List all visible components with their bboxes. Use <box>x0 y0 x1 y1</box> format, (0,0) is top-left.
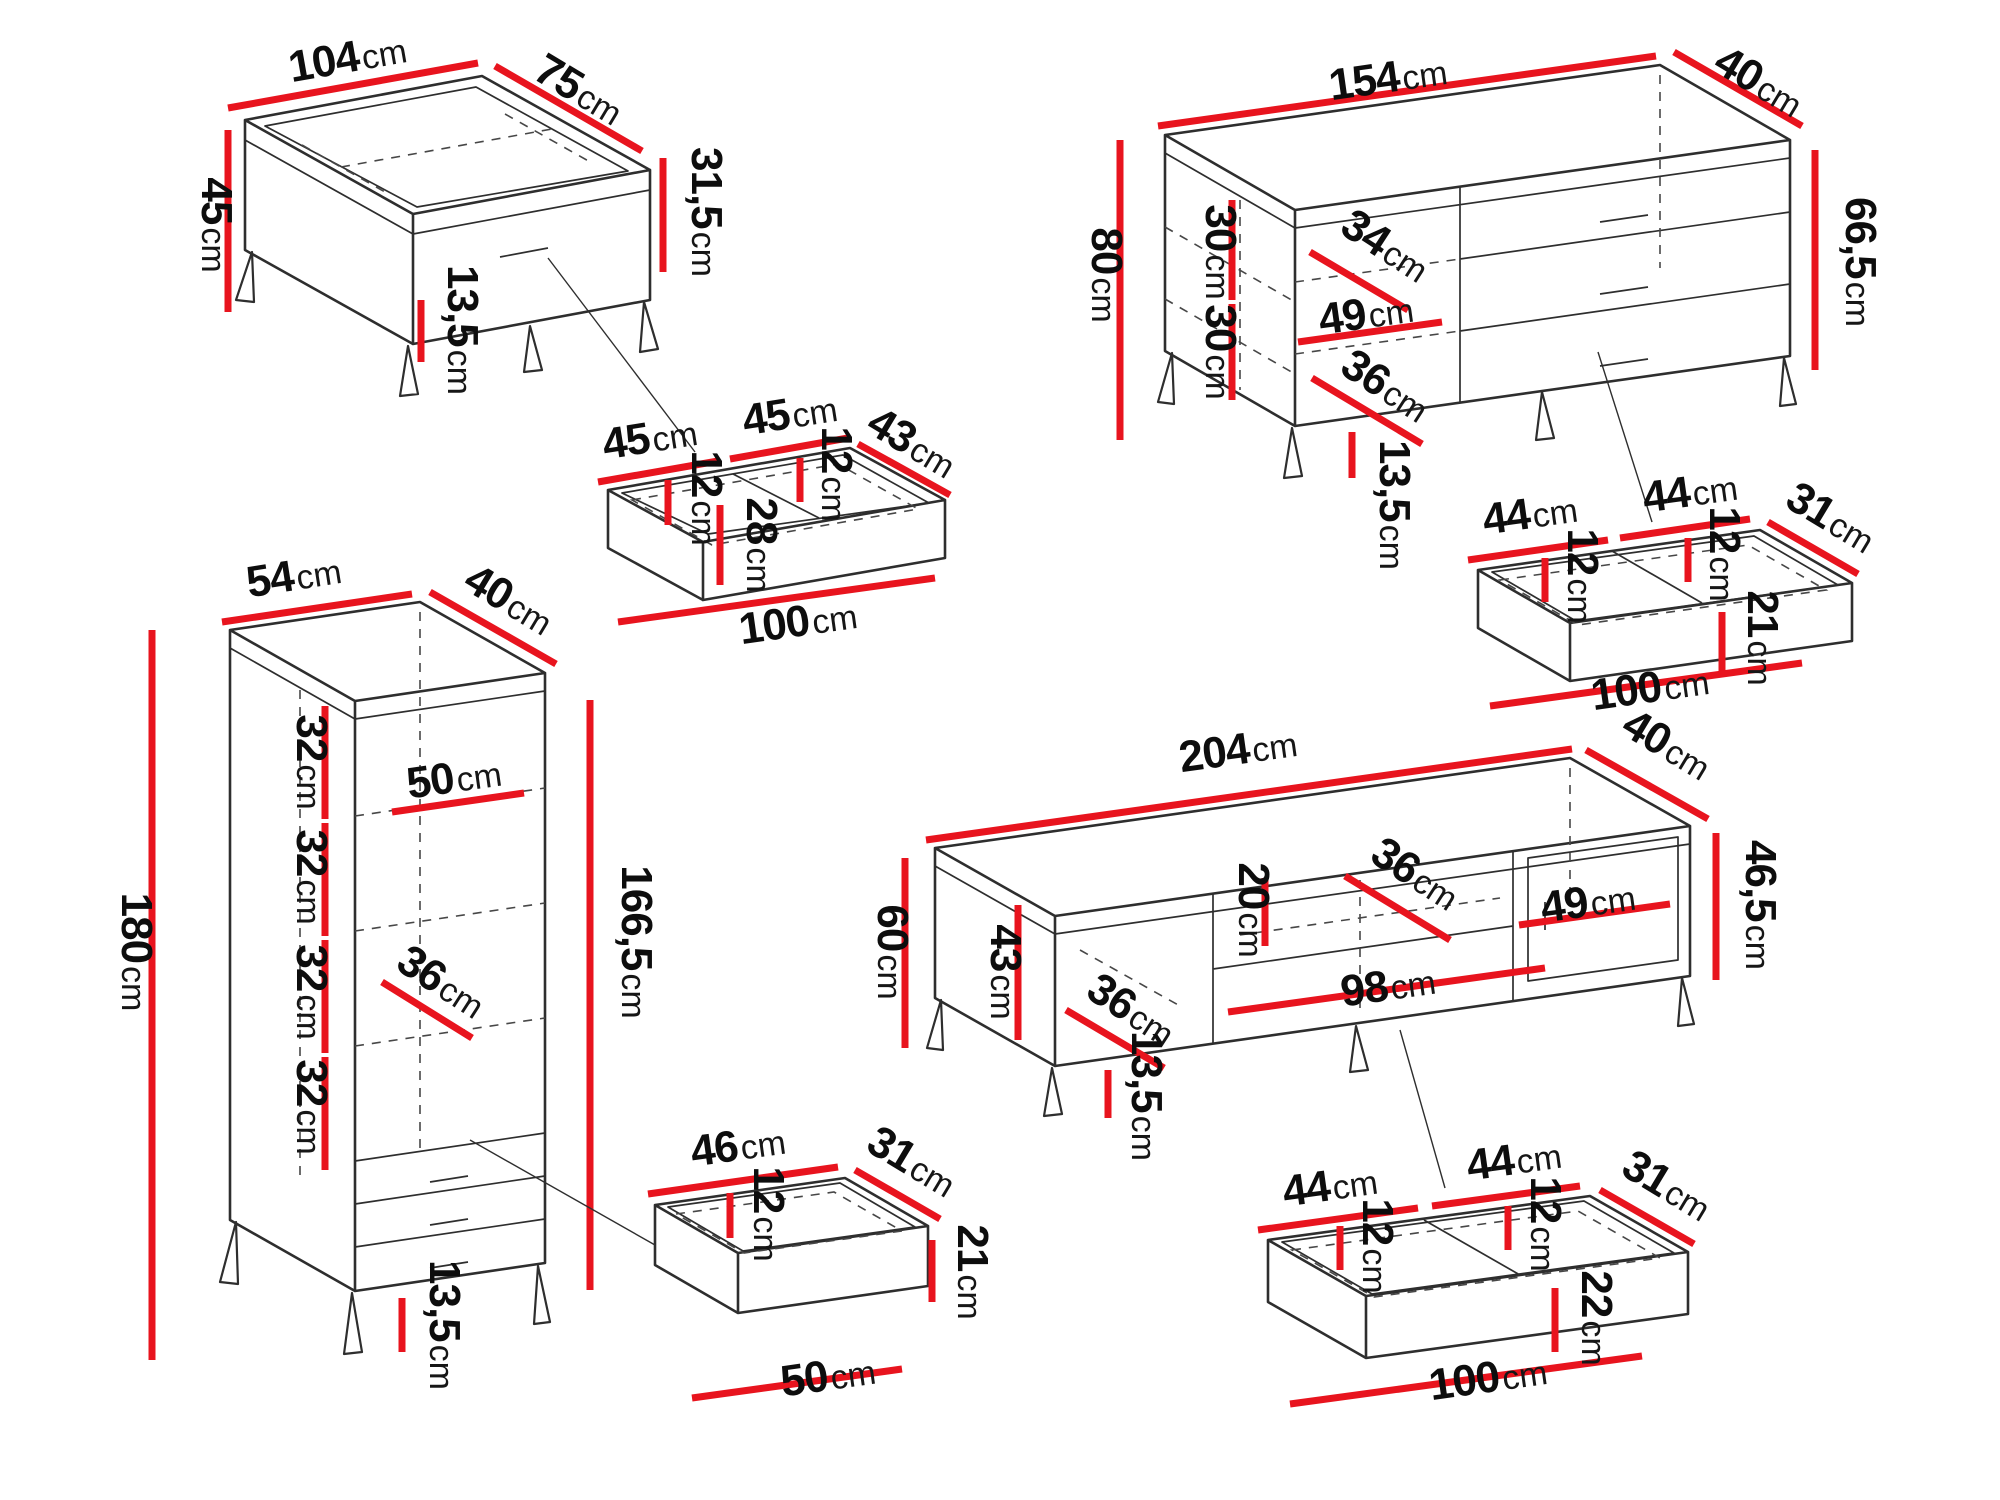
dim-cab-drawer-width: 46cm <box>687 1115 788 1177</box>
tv-stand-drawer-body <box>1266 1194 1690 1360</box>
sideboard-dimension-lines <box>1116 48 1819 478</box>
dim-sideboard-leg-height: 13,5cm <box>1370 440 1419 570</box>
sideboard-drawer-callout <box>1597 351 1653 523</box>
tall-cabinet-dimension-lines <box>148 588 594 1360</box>
dim-cabinet-body-height: 166,5cm <box>612 865 661 1018</box>
sideboard-details <box>1164 152 1791 403</box>
dim-tv-drawer-total-width: 100cm <box>1426 1345 1550 1410</box>
dim-cabinet-shelf-gap-3: 32cm <box>287 944 336 1039</box>
sideboard-drawer-hidden-lines <box>1497 544 1829 626</box>
coffee-table-drawer-callout <box>547 257 696 453</box>
coffee-table-hidden-lines <box>301 113 593 193</box>
tv-stand-drawer-hidden-lines <box>1289 1210 1663 1298</box>
sideboard-body <box>1163 63 1792 428</box>
dim-tv-body-height: 46,5cm <box>1736 840 1785 970</box>
dim-tv-drawer-inner-depth-right: 12cm <box>1521 1176 1570 1271</box>
tall-cabinet-drawer: 46cm 31cm 12cm 21cm 50cm <box>469 1115 997 1407</box>
sideboard-drawer: 44cm 44cm 31cm 12cm 12cm 21cm 100cm <box>1467 351 1880 720</box>
sideboard-legs <box>1156 351 1798 480</box>
dim-tv-door-width: 49cm <box>1537 871 1638 933</box>
dim-cabinet-total-height: 180cm <box>112 893 161 1012</box>
dim-tv-shelf-gap: 20cm <box>1229 862 1278 957</box>
dim-sideboard-inner-width: 49cm <box>1315 283 1416 345</box>
dim-ct-drawer-compartment-right: 45cm <box>739 382 841 445</box>
dim-sb-drawer-front-height: 21cm <box>1738 590 1787 685</box>
coffee-table-drawer: 45cm 45cm 43cm 12cm 12cm 28cm 100cm <box>547 257 961 654</box>
dim-cabinet-width: 54cm <box>243 544 345 607</box>
dim-cab-drawer-depth: 31cm <box>859 1116 966 1207</box>
tall-cabinet-drawer-hidden-lines <box>673 1191 905 1254</box>
dim-ct-drawer-inner-depth-left: 12cm <box>682 450 731 545</box>
dim-tv-compartment-height: 43cm <box>981 924 1030 1019</box>
dim-sb-drawer-compartment-left: 44cm <box>1479 483 1580 545</box>
coffee-table-drawer-dimension-lines <box>597 434 952 626</box>
dim-tv-width: 204cm <box>1176 717 1300 782</box>
dim-ct-drawer-front-height: 28cm <box>737 497 786 592</box>
tall-cabinet-body <box>228 600 547 1293</box>
dim-cab-drawer-inner-depth: 12cm <box>744 1166 793 1261</box>
tall-cabinet-details <box>229 647 546 1269</box>
tall-cabinet: 54cm 40cm 180cm 166,5cm 32cm 32cm 32cm 3… <box>112 544 661 1390</box>
tall-cabinet-drawer-details <box>667 1182 916 1252</box>
sideboard: 154cm 40cm 80cm 66,5cm 30cm 30cm 34cm 49… <box>1082 36 1885 570</box>
tall-cabinet-drawer-callout <box>469 1139 656 1246</box>
dim-sb-drawer-inner-depth-right: 12cm <box>1700 506 1749 601</box>
dim-cabinet-shelf-gap-2: 32cm <box>287 829 336 924</box>
dim-coffee-table-body-height: 31,5cm <box>682 147 731 277</box>
tv-stand-body <box>933 756 1692 1068</box>
tall-cabinet-drawer-body <box>653 1176 930 1315</box>
coffee-table-drawer-details <box>621 454 930 535</box>
dim-cab-drawer-total-width: 50cm <box>777 1345 878 1407</box>
coffee-table-details <box>244 86 651 258</box>
coffee-table-dimension-lines <box>224 59 667 362</box>
dim-coffee-table-total-height: 45cm <box>192 177 241 272</box>
dim-tv-leg-height: 13,5cm <box>1122 1031 1171 1161</box>
dim-sb-drawer-compartment-right: 44cm <box>1639 461 1740 523</box>
tv-stand-drawer: 44cm 44cm 31cm 12cm 12cm 22cm 100cm <box>1257 1029 1716 1410</box>
tv-stand-legs <box>925 976 1696 1118</box>
coffee-table: 104cm 75cm 45cm 31,5cm 13,5cm <box>192 31 731 398</box>
dim-sideboard-shelf-gap-top: 30cm <box>1196 204 1245 299</box>
dim-ct-drawer-compartment-left: 45cm <box>599 406 701 469</box>
coffee-table-legs <box>234 250 660 398</box>
dim-ct-drawer-total-width: 100cm <box>736 589 860 654</box>
tv-stand: 204cm 40cm 60cm 46,5cm 43cm 20cm 36cm 49… <box>868 699 1785 1161</box>
dim-ct-drawer-inner-depth-right: 12cm <box>812 426 861 521</box>
dim-tv-drawer-inner-depth-left: 12cm <box>1353 1198 1402 1293</box>
dim-cabinet-shelf-gap-1: 32cm <box>287 714 336 809</box>
dim-sideboard-shelf-gap-bottom: 30cm <box>1196 304 1245 399</box>
dim-tv-drawer-compartment-left: 44cm <box>1279 1155 1380 1217</box>
dim-tv-total-height: 60cm <box>868 904 917 999</box>
tv-stand-drawer-details <box>1281 1200 1675 1295</box>
dim-tv-drawer-front-height: 22cm <box>1572 1270 1621 1365</box>
dim-sb-drawer-total-width: 100cm <box>1588 655 1712 720</box>
dim-tv-drawer-compartment-right: 44cm <box>1463 1129 1564 1191</box>
tv-stand-dimension-lines <box>901 745 1720 1118</box>
sideboard-drawer-details <box>1491 535 1839 622</box>
dim-tv-shelf-width: 98cm <box>1337 955 1438 1017</box>
tall-cabinet-legs <box>218 1220 552 1356</box>
dim-coffee-table-leg-height: 13,5cm <box>438 265 487 395</box>
dim-sb-drawer-inner-depth-left: 12cm <box>1558 528 1607 623</box>
dim-cab-drawer-front-height: 21cm <box>948 1224 997 1319</box>
sideboard-drawer-body <box>1476 528 1854 683</box>
dim-sideboard-body-height: 66,5cm <box>1836 197 1885 327</box>
tall-cabinet-drawer-dimension-lines <box>647 1163 942 1402</box>
sideboard-drawer-dimension-lines <box>1467 515 1860 710</box>
dim-cabinet-inner-width: 50cm <box>403 747 504 809</box>
dim-sideboard-total-height: 80cm <box>1082 227 1131 322</box>
tv-stand-drawer-callout <box>1399 1029 1446 1189</box>
coffee-table-body <box>243 74 652 346</box>
tv-stand-drawer-dimension-lines <box>1257 1182 1696 1408</box>
coffee-table-drawer-hidden-lines <box>629 463 921 546</box>
dim-sideboard-width: 154cm <box>1326 45 1450 110</box>
dim-cabinet-shelf-gap-4: 32cm <box>287 1059 336 1154</box>
dim-cabinet-leg-height: 13,5cm <box>420 1260 469 1390</box>
